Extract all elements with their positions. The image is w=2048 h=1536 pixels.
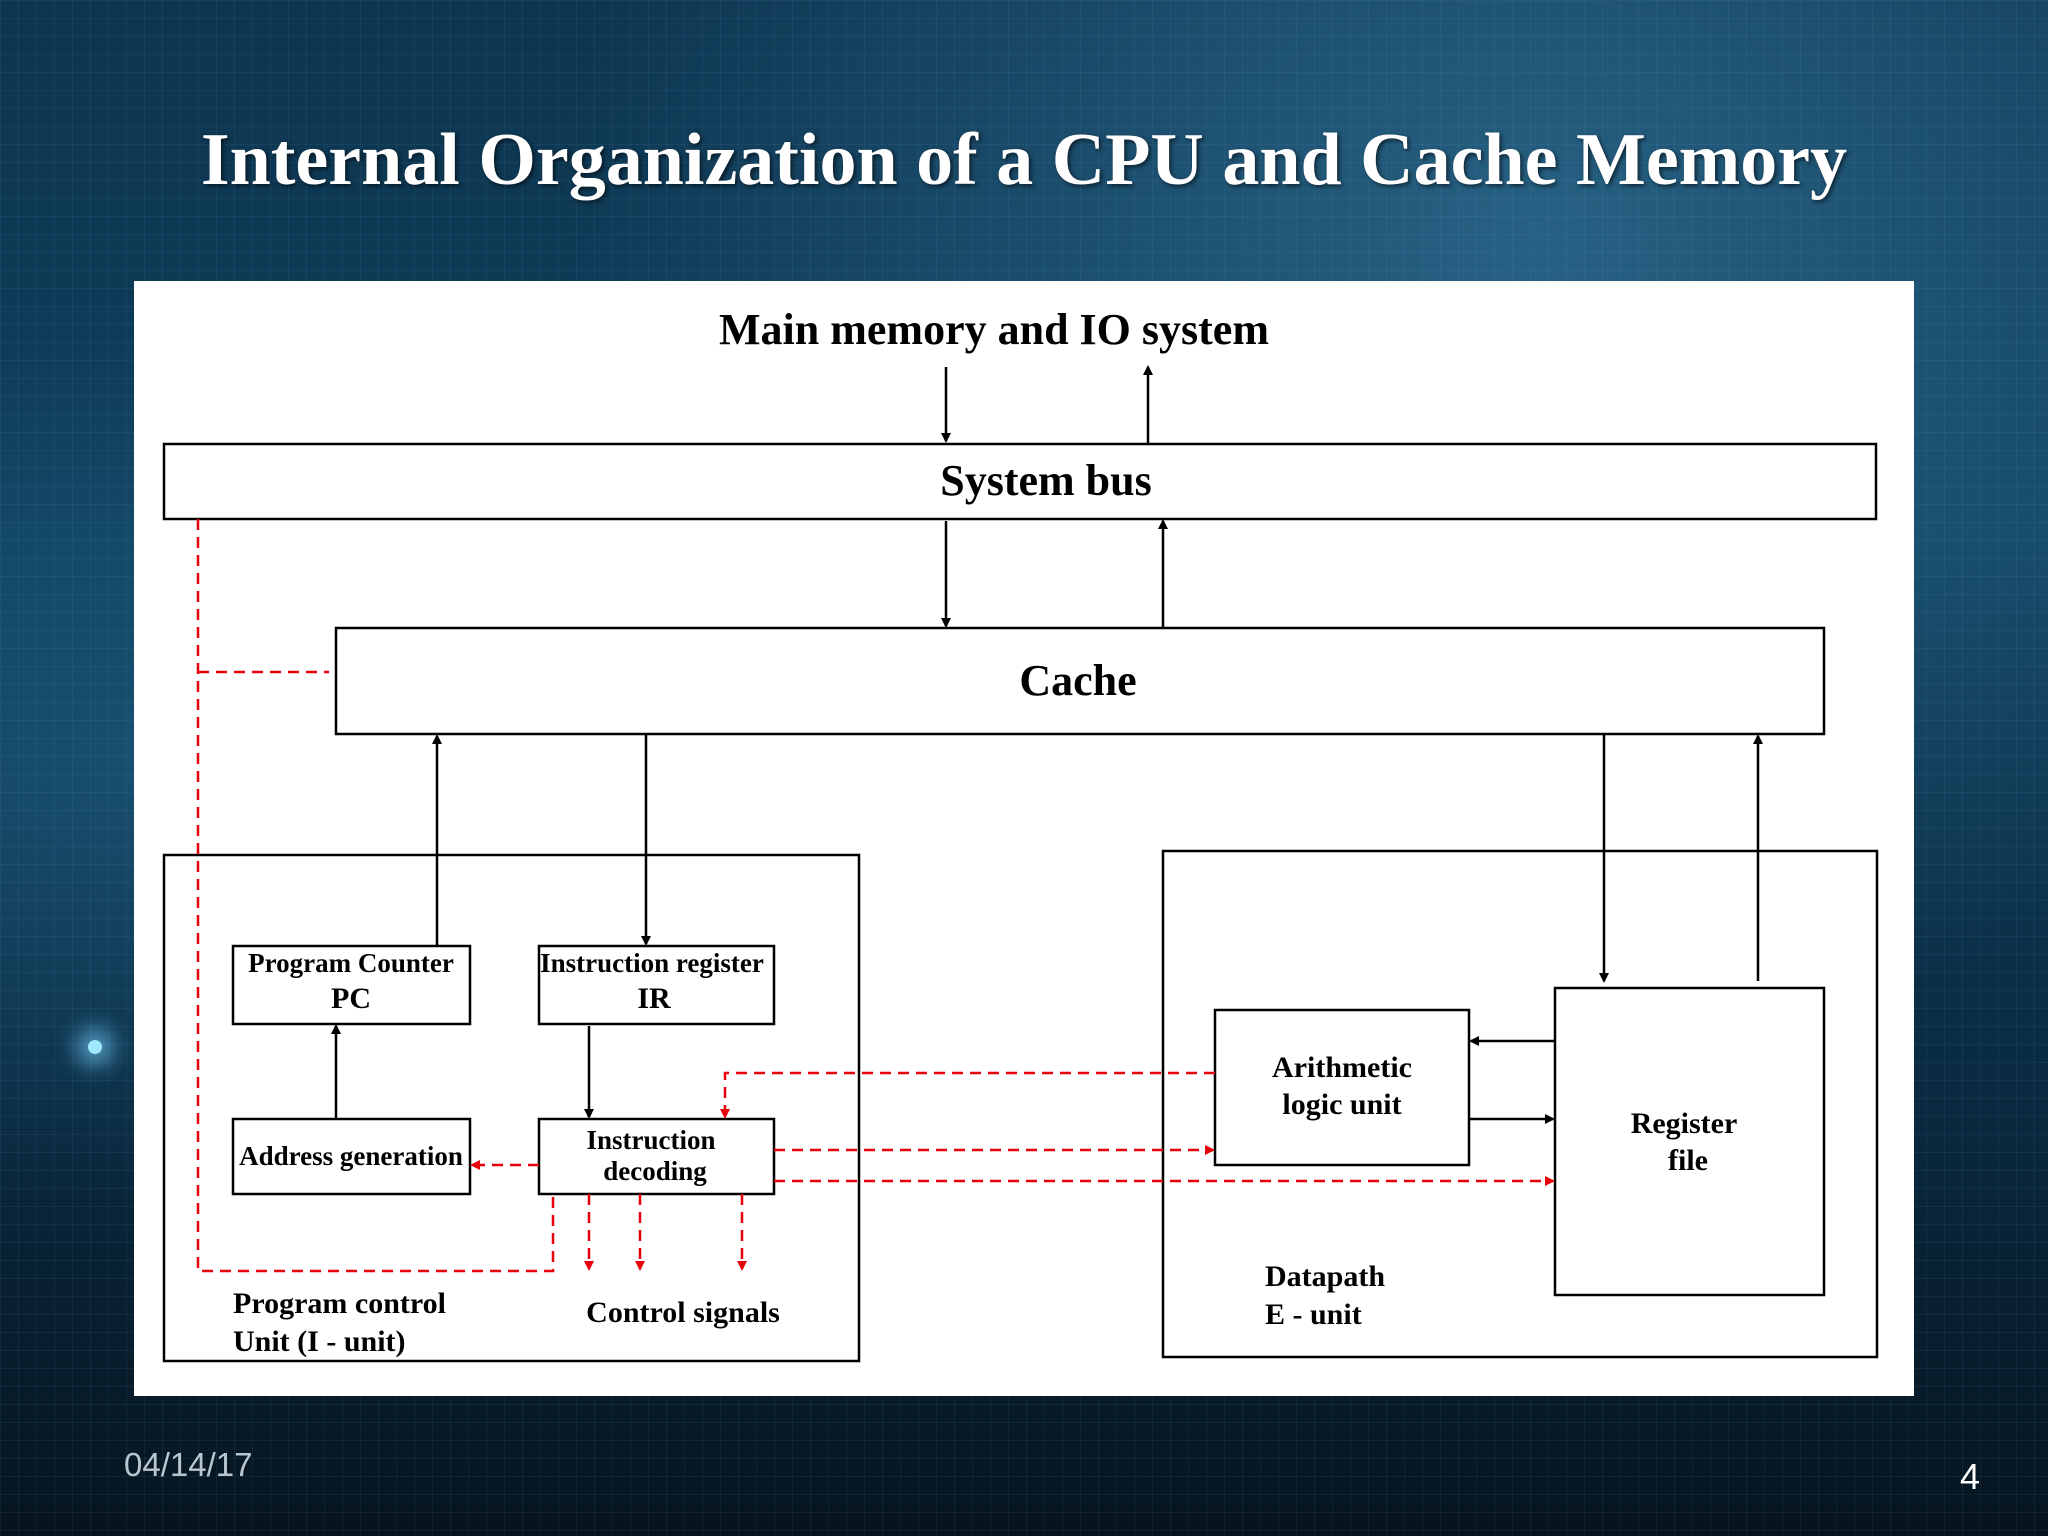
- slide-date: 04/14/17: [124, 1446, 253, 1483]
- instruction-decoding-label: Instruction: [586, 1125, 715, 1155]
- instruction-register-label: Instruction register: [540, 948, 764, 978]
- instruction-decoding-label-2: decoding: [603, 1156, 707, 1186]
- system-bus-box: [162, 442, 1878, 521]
- alu-box: [1213, 1008, 1471, 1167]
- register-file-label-2: file: [1668, 1144, 1708, 1177]
- background-glow: [88, 1040, 102, 1054]
- program-counter-abbrev: PC: [331, 982, 371, 1015]
- program-control-label-2: Unit (I - unit): [233, 1325, 406, 1358]
- instruction-register-box: [537, 944, 776, 1026]
- alu-to-decoding-dashed-arrow: [720, 1071, 1215, 1119]
- datapath-label: Datapath: [1265, 1260, 1385, 1293]
- alu-label: Arithmetic: [1272, 1051, 1412, 1084]
- cache-label: Cache: [1019, 656, 1136, 705]
- control-signals-label: Control signals: [586, 1296, 780, 1329]
- register-file-label: Register: [1631, 1107, 1738, 1140]
- diagram-panel: Main memory and IO system System bus Cac…: [134, 281, 1914, 1396]
- address-generation-box: [231, 1117, 472, 1196]
- cpu-cache-diagram: Main memory and IO system System bus Cac…: [162, 305, 1879, 1363]
- program-counter-box: [231, 944, 472, 1026]
- main-memory-label: Main memory and IO system: [719, 305, 1269, 354]
- program-control-label: Program control: [233, 1287, 446, 1320]
- address-generation-label: Address generation: [239, 1141, 463, 1171]
- slide-title: Internal Organization of a CPU and Cache…: [200, 119, 1848, 201]
- register-file-box: [1553, 986, 1826, 1297]
- instruction-decoding-box: [537, 1117, 776, 1196]
- datapath-unit-box: [1161, 849, 1879, 1359]
- cache-box: [334, 626, 1826, 736]
- program-control-unit-box: [162, 853, 861, 1363]
- system-bus-label: System bus: [940, 456, 1152, 505]
- page-number: 4: [1959, 1456, 1980, 1497]
- datapath-label-2: E - unit: [1265, 1298, 1362, 1331]
- alu-label-2: logic unit: [1282, 1088, 1401, 1121]
- program-counter-label: Program Counter: [248, 948, 454, 978]
- instruction-register-abbrev: IR: [637, 982, 671, 1015]
